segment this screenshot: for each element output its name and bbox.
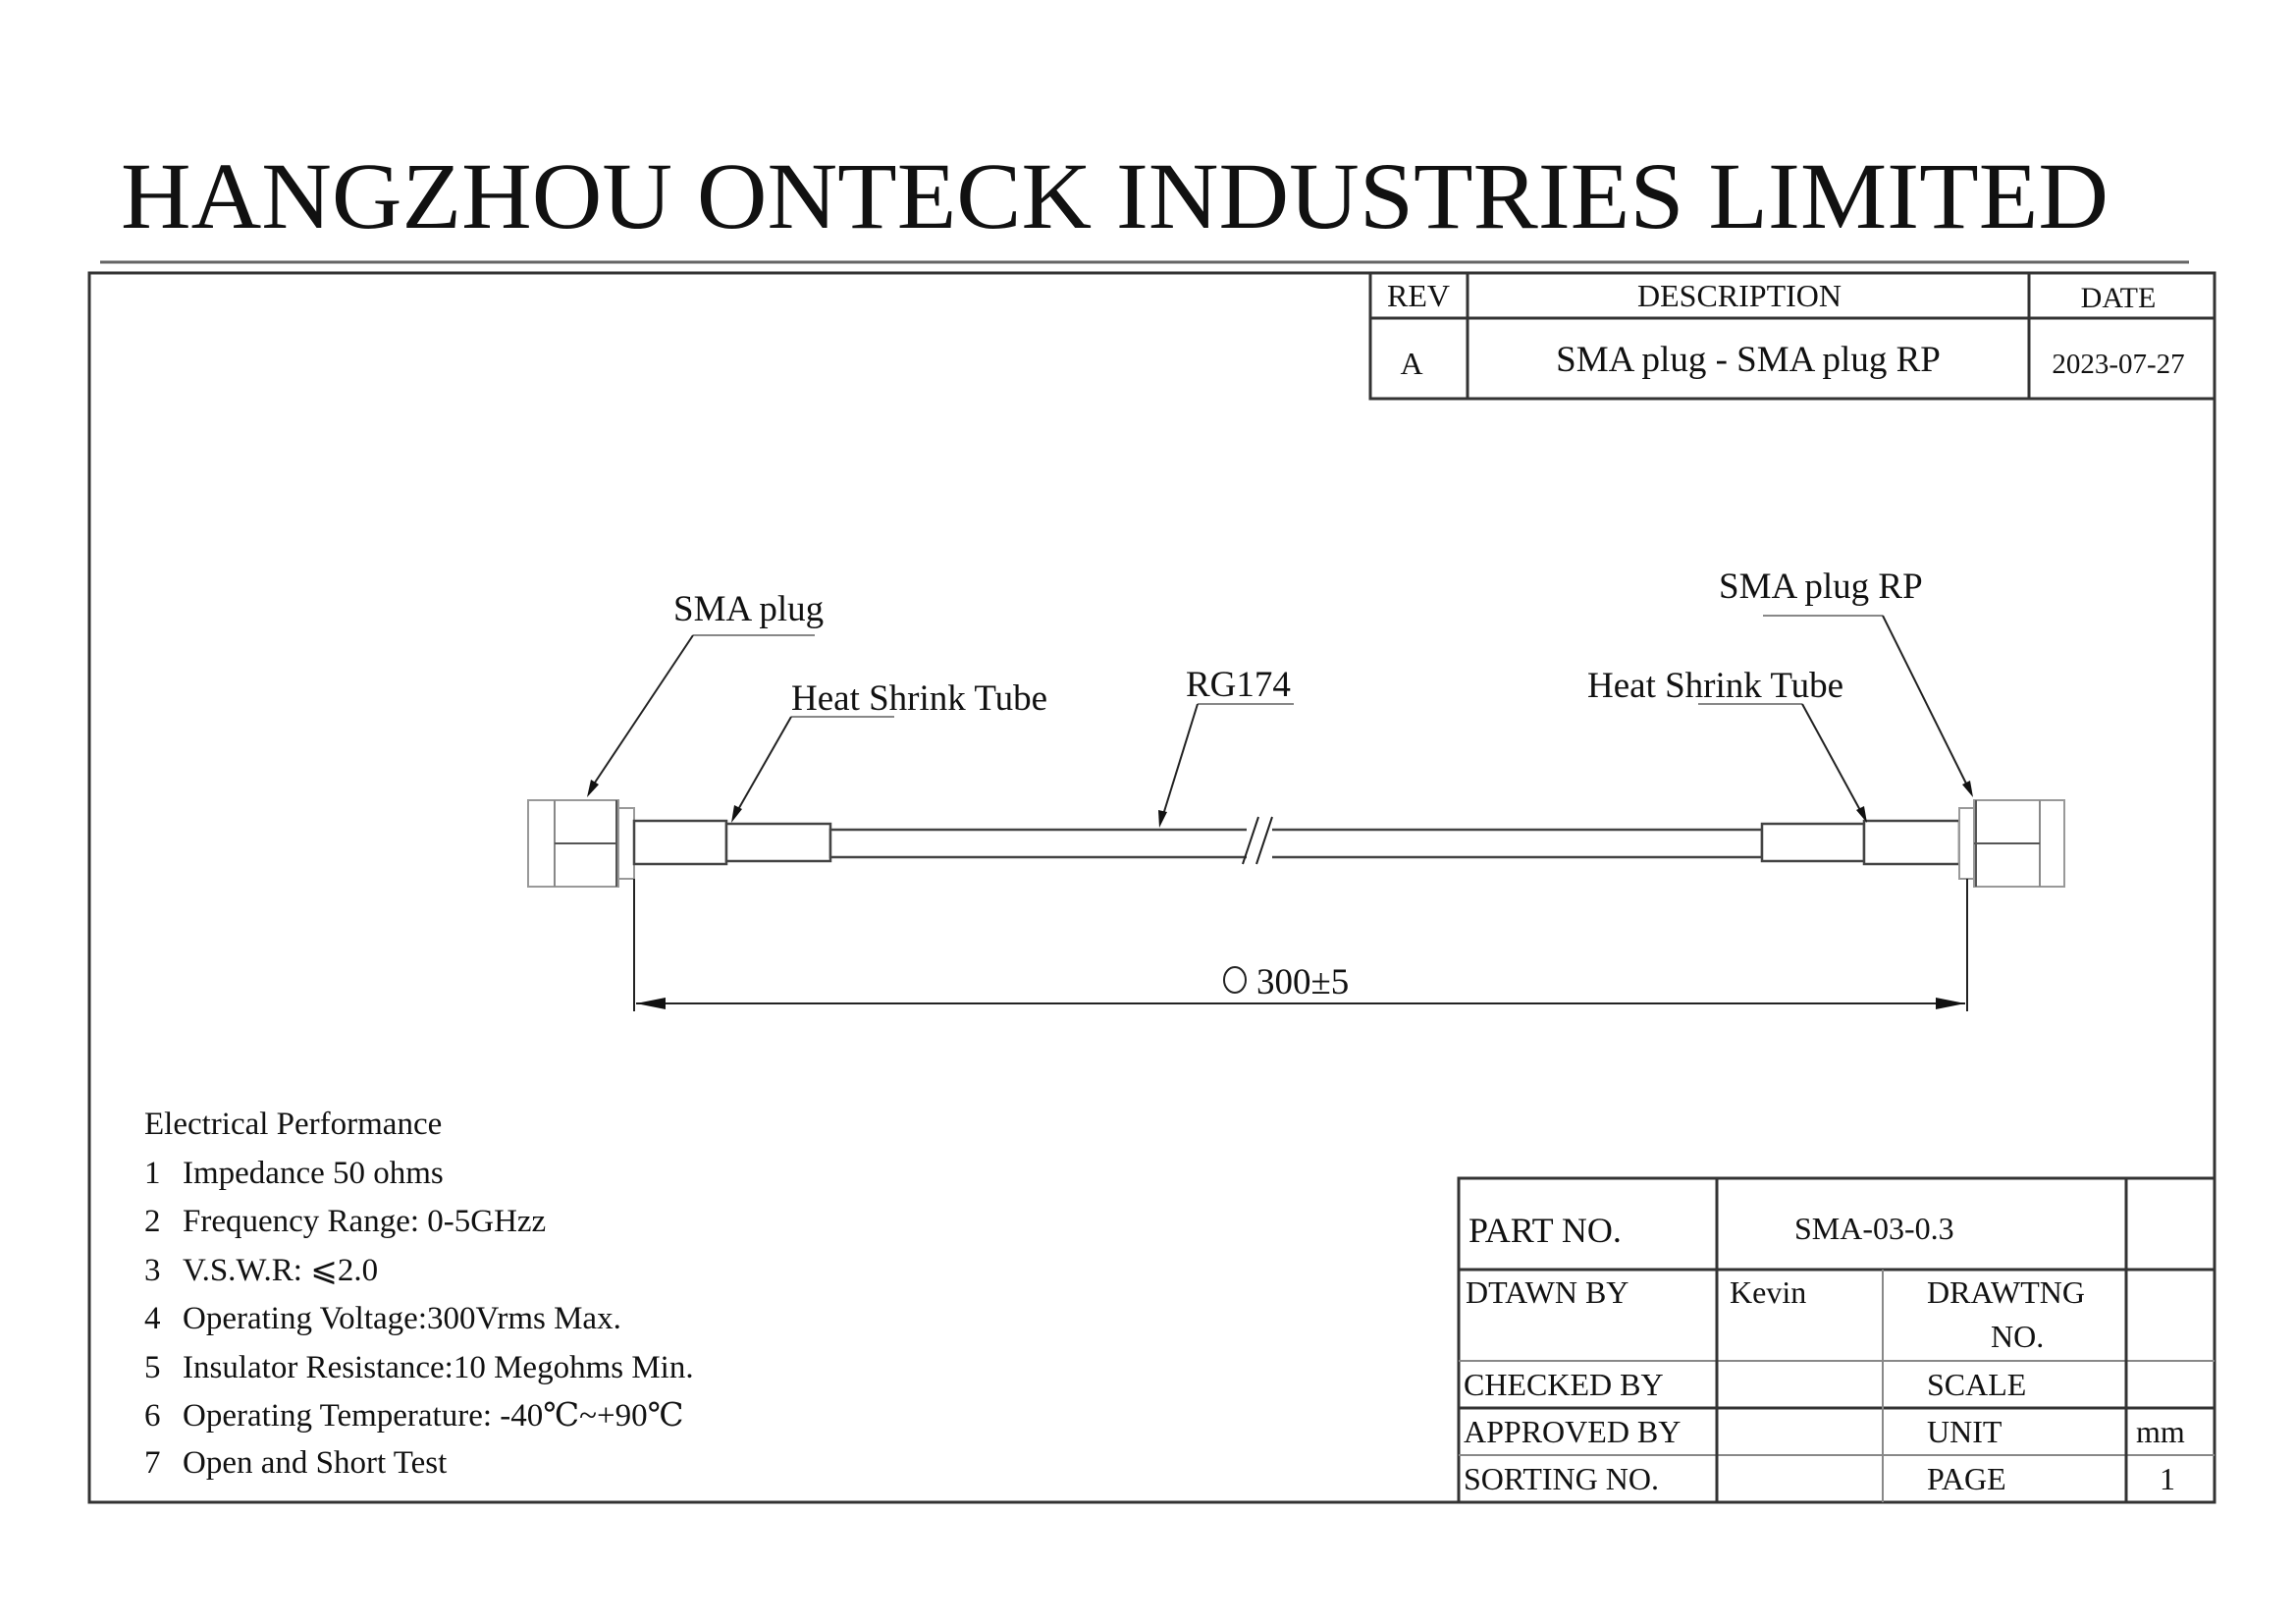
item-number: 5 (144, 1350, 161, 1385)
item-text: Operating Voltage:300Vrms Max. (183, 1301, 621, 1336)
page-label: PAGE (1927, 1461, 2006, 1496)
length-value: 300±5 (1256, 962, 1349, 1002)
leaders: SMA plug Heat Shrink Tube RG174 Heat Shr… (587, 567, 1973, 828)
rev-header: REV (1387, 278, 1450, 313)
description-header: DESCRIPTION (1637, 278, 1842, 313)
right-connector-flange (1958, 807, 1975, 880)
date-value: 2023-07-27 (2052, 349, 2184, 380)
right-heat-shrink (1760, 822, 1866, 863)
arrow-icon (587, 780, 599, 797)
left-heat-shrink (724, 822, 832, 863)
left-connector-flange (617, 807, 635, 880)
item-text: Insulator Resistance:10 Megohms Min. (183, 1350, 694, 1385)
label-left-heat-shrink: Heat Shrink Tube (791, 678, 1047, 719)
page-value: 1 (2160, 1461, 2175, 1496)
item-text: Frequency Range: 0-5GHzz (183, 1204, 546, 1239)
item-number: 1 (144, 1156, 161, 1191)
electrical-title: Electrical Performance (144, 1107, 442, 1142)
left-crimp-body (632, 819, 728, 866)
approved-by-label: APPROVED BY (1464, 1414, 1681, 1449)
item-number: 7 (144, 1445, 161, 1481)
cable-body (828, 828, 1764, 859)
title-block: PART NO. SMA-03-0.3 DTAWN BY Kevin DRAWT… (1457, 1176, 2216, 1504)
rev-value: A (1400, 346, 1422, 381)
right-crimp-body (1862, 819, 1961, 866)
item-number: 6 (144, 1398, 161, 1434)
label-cable-type: RG174 (1186, 665, 1291, 705)
unit-label: UNIT (1927, 1414, 2002, 1449)
drawing-frame (87, 271, 2216, 1504)
item-number: 3 (144, 1253, 161, 1288)
arrow-icon (731, 805, 742, 823)
break-mark (1242, 816, 1273, 865)
date-header: DATE (2081, 282, 2157, 314)
electrical-performance: Electrical Performance 1 Impedance 50 oh… (144, 1107, 694, 1481)
item-text: Operating Temperature: -40℃~+90℃ (183, 1398, 684, 1434)
scale-label: SCALE (1927, 1367, 2026, 1402)
arrow-right-icon (1936, 998, 1965, 1009)
arrow-icon (1158, 810, 1167, 828)
sorting-no-label: SORTING NO. (1464, 1461, 1659, 1496)
item-number: 4 (144, 1301, 161, 1336)
description-value: SMA plug - SMA plug RP (1556, 340, 1941, 380)
item-number: 2 (144, 1204, 161, 1239)
item-text: Open and Short Test (183, 1445, 447, 1481)
cable-assembly (527, 799, 2065, 888)
arrow-icon (1962, 781, 1973, 797)
item-text: Impedance 50 ohms (183, 1156, 444, 1191)
revision-table: REV DESCRIPTION DATE A SMA plug - SMA pl… (1368, 271, 2216, 401)
length-dimension: 300±5 (633, 879, 1968, 1011)
drawing-no-label-1: DRAWTNG (1927, 1274, 2085, 1310)
arrow-left-icon (636, 998, 666, 1009)
label-right-heat-shrink: Heat Shrink Tube (1587, 666, 1843, 706)
item-text: V.S.W.R: ⩽2.0 (183, 1253, 378, 1288)
checked-by-label: CHECKED BY (1464, 1367, 1664, 1402)
drawn-by-label: DTAWN BY (1466, 1274, 1629, 1310)
label-sma-plug-rp: SMA plug RP (1719, 567, 1923, 607)
label-sma-plug: SMA plug (673, 589, 824, 629)
drawn-by-value: Kevin (1730, 1274, 1806, 1310)
unit-value: mm (2136, 1414, 2185, 1449)
arrow-icon (1856, 806, 1867, 823)
drawing-no-label-2: NO. (1991, 1319, 2044, 1354)
circle-symbol-icon (1223, 966, 1247, 994)
company-title: HANGZHOU ONTECK INDUSTRIES LIMITED (121, 143, 2109, 248)
part-no-value: SMA-03-0.3 (1794, 1211, 1954, 1246)
part-no-label: PART NO. (1468, 1211, 1622, 1250)
